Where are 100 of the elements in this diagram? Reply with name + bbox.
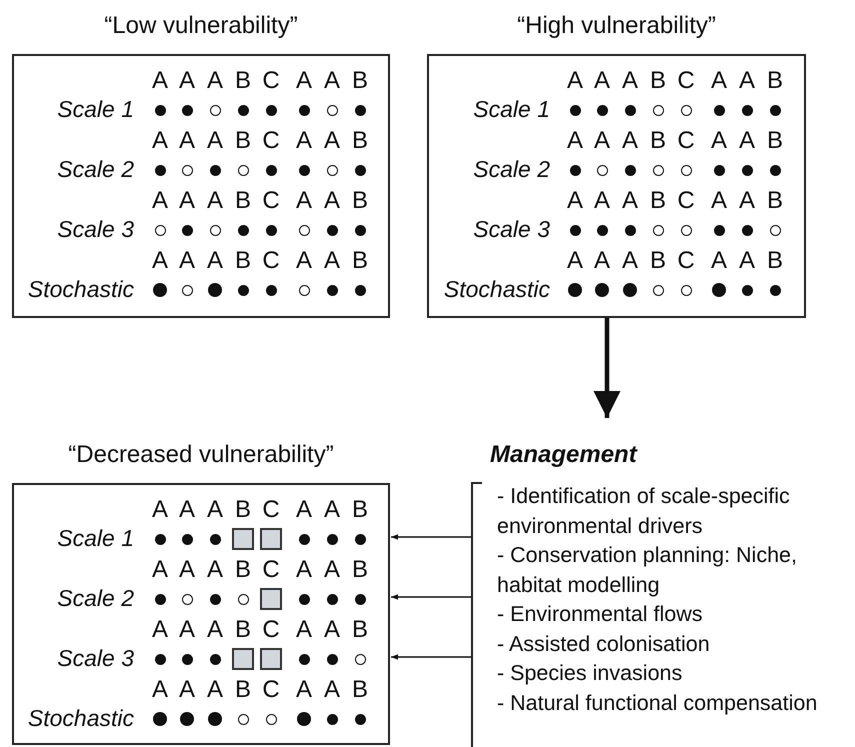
column-letter: A <box>592 188 611 214</box>
column-letter: A <box>710 68 728 94</box>
row-label: Stochastic <box>28 705 134 731</box>
arrow <box>391 534 471 540</box>
list-item: - Assisted colonisation <box>497 630 711 658</box>
column-letter: A <box>294 677 313 703</box>
list-item: - Conservation planning: Niche, habitat modelling <box>497 542 798 598</box>
column-letter: A <box>710 128 728 154</box>
column-letter: A <box>738 248 756 274</box>
column-letter: A <box>178 497 196 523</box>
column-letter: A <box>206 248 224 274</box>
row-label: Scale 1 <box>57 525 134 551</box>
column-letter: A <box>738 128 756 154</box>
column-letter: A <box>206 188 224 214</box>
column-letter: B <box>350 128 369 154</box>
row-label: Stochastic <box>28 276 134 302</box>
column-letter: A <box>206 557 224 583</box>
column-letter: A <box>322 677 341 703</box>
column-letter: B <box>350 677 369 703</box>
column-letter: A <box>150 68 169 94</box>
column-letter: A <box>206 128 224 154</box>
column-letter: B <box>766 188 784 214</box>
column-letter: A <box>592 248 611 274</box>
column-letter: A <box>294 188 313 214</box>
column-letter: A <box>322 248 341 274</box>
column-letter: A <box>322 188 341 214</box>
column-letter: A <box>178 557 196 583</box>
column-letter: B <box>648 68 667 94</box>
column-letter: A <box>322 68 341 94</box>
row-label: Scale 2 <box>57 585 134 611</box>
column-letter: A <box>738 68 756 94</box>
column-letter: A <box>566 128 584 154</box>
column-letter: B <box>350 68 369 94</box>
column-letter: A <box>150 617 169 643</box>
column-letter: C <box>676 188 696 214</box>
column-letter: A <box>710 188 728 214</box>
column-letter: B <box>234 68 252 94</box>
column-letter: C <box>261 677 281 703</box>
column-letter: A <box>620 248 639 274</box>
panel-heading: “Decreased vulnerability” <box>68 440 334 470</box>
column-letter: A <box>322 557 341 583</box>
column-letter: A <box>150 128 169 154</box>
column-letter: B <box>350 188 369 214</box>
column-letter: A <box>178 188 196 214</box>
column-letter: A <box>322 617 341 643</box>
column-letter: C <box>261 557 281 583</box>
column-letter: A <box>294 497 313 523</box>
row-label: Scale 3 <box>473 216 550 242</box>
column-letter: C <box>261 248 281 274</box>
column-letter: C <box>676 248 696 274</box>
column-letter: B <box>234 557 252 583</box>
column-letter: C <box>261 68 281 94</box>
column-letter: B <box>234 188 252 214</box>
column-letter: C <box>261 128 281 154</box>
section-heading: Management <box>490 440 637 470</box>
arrow <box>594 318 620 418</box>
column-letter: A <box>566 68 584 94</box>
column-letter: A <box>206 677 224 703</box>
arrow <box>391 654 471 660</box>
column-letter: A <box>178 677 196 703</box>
column-letter: B <box>350 497 369 523</box>
column-letter: A <box>178 68 196 94</box>
column-letter: A <box>322 128 341 154</box>
column-letter: B <box>648 248 667 274</box>
column-letter: B <box>766 128 784 154</box>
column-letter: C <box>261 617 281 643</box>
list-item: - Natural functional compensation <box>497 690 818 716</box>
arrow <box>391 594 471 600</box>
column-letter: A <box>592 128 611 154</box>
column-letter: A <box>178 248 196 274</box>
column-letter: A <box>620 128 639 154</box>
column-letter: A <box>620 188 639 214</box>
column-letter: A <box>150 557 169 583</box>
column-letter: A <box>294 617 313 643</box>
column-letter: A <box>206 497 224 523</box>
row-label: Scale 3 <box>57 216 134 242</box>
column-letter: A <box>710 248 728 274</box>
column-letter: A <box>206 68 224 94</box>
column-letter: A <box>150 188 169 214</box>
column-letter: B <box>350 248 369 274</box>
column-letter: A <box>566 188 584 214</box>
column-letter: B <box>234 677 252 703</box>
column-letter: A <box>620 68 639 94</box>
column-letter: A <box>206 617 224 643</box>
column-letter: A <box>294 128 313 154</box>
column-letter: B <box>234 497 252 523</box>
column-letter: B <box>766 68 784 94</box>
column-letter: C <box>261 188 281 214</box>
column-letter: A <box>178 128 196 154</box>
row-label: Scale 2 <box>473 156 550 182</box>
column-letter: A <box>294 68 313 94</box>
column-letter: B <box>234 128 252 154</box>
column-letter: B <box>766 248 784 274</box>
column-letter: A <box>294 248 313 274</box>
list-item: - Environmental flows <box>497 601 704 628</box>
column-letter: A <box>294 557 313 583</box>
column-letter: A <box>738 188 756 214</box>
column-letter: A <box>322 497 341 523</box>
column-letter: B <box>234 248 252 274</box>
column-letter: A <box>150 497 169 523</box>
